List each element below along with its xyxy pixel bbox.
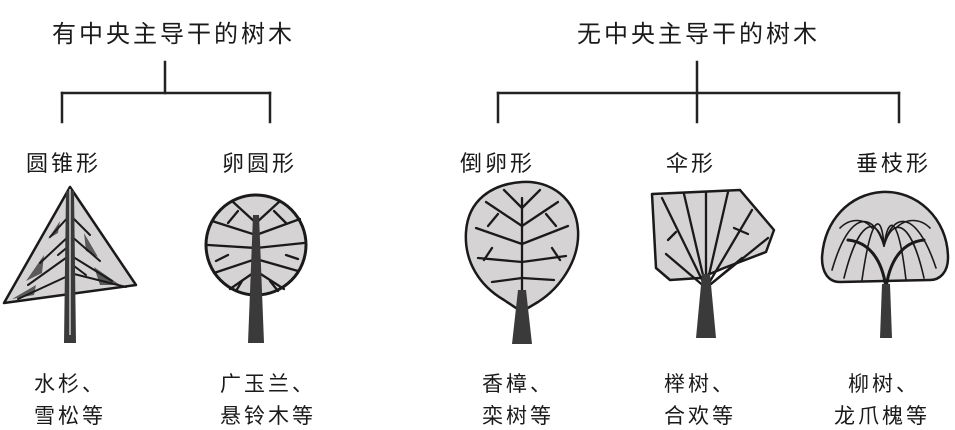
examples-umbrella-line2: 合欢等	[664, 404, 736, 428]
shape-label-obovate: 倒卵形	[460, 152, 536, 177]
examples-umbrella-line1: 榉树、	[664, 372, 736, 396]
shape-label-weeping: 垂枝形	[856, 152, 932, 177]
obovate-tree-illustration	[464, 180, 580, 344]
examples-obovate-line1: 香樟、	[482, 372, 554, 396]
shape-label-cone: 圆锥形	[26, 152, 102, 177]
examples-cone-line2: 雪松等	[34, 404, 106, 428]
weeping-tree-illustration	[820, 190, 950, 338]
examples-weeping-line1: 柳树、	[848, 372, 920, 396]
examples-ovoid-line2: 悬铃木等	[220, 404, 316, 428]
left-group-title: 有中央主导干的树木	[52, 20, 295, 48]
examples-weeping-line2: 龙爪槐等	[834, 404, 930, 428]
umbrella-tree-illustration	[650, 188, 776, 338]
cone-tree-illustration	[2, 185, 138, 343]
shape-label-ovoid: 卵圆形	[222, 152, 298, 177]
examples-obovate-line2: 栾树等	[482, 404, 554, 428]
examples-cone-line1: 水杉、	[34, 372, 106, 396]
examples-ovoid-line1: 广玉兰、	[220, 372, 316, 396]
shape-label-umbrella: 伞形	[666, 152, 717, 177]
ovoid-tree-illustration	[204, 193, 308, 343]
right-group-title: 无中央主导干的树木	[577, 20, 820, 48]
